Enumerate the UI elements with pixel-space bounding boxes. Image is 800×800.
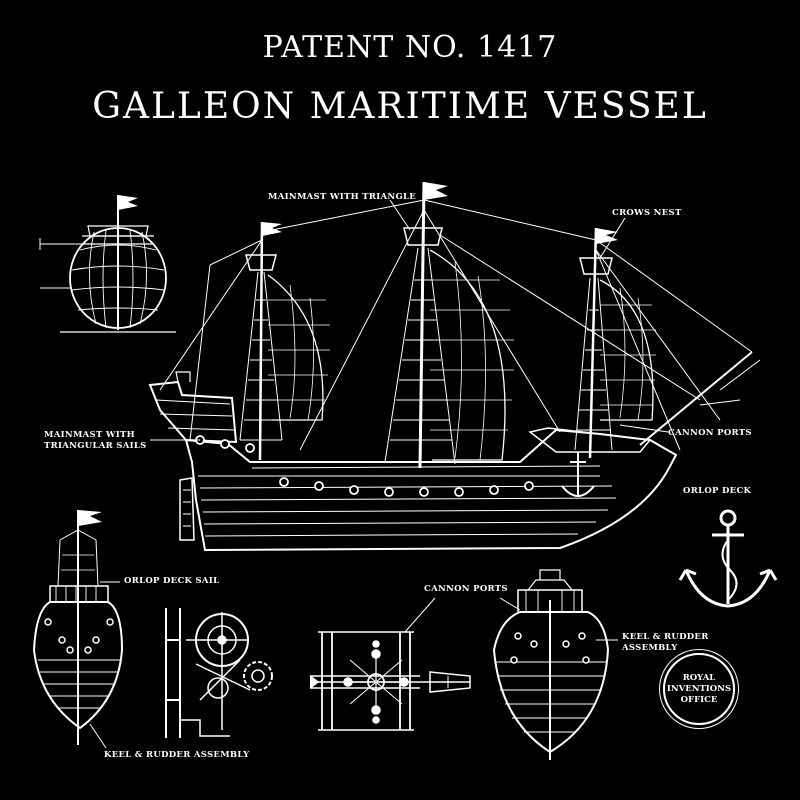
page-title: GALLEON MARITIME VESSEL <box>92 86 708 127</box>
label-keel-rudder-right: KEEL & RUDDER ASSEMBLY <box>622 632 709 653</box>
flags <box>262 182 618 244</box>
label-cannon-ports-bottom: CANNON PORTS <box>424 584 508 594</box>
label-orlop-deck-bottom: ORLOP DECK SAIL <box>124 576 220 586</box>
leader-lines <box>150 199 669 441</box>
label-crows-nest: CROWS NEST <box>612 208 682 218</box>
seal-text: ROYAL INVENTIONS OFFICE <box>666 672 732 705</box>
cannon-ports <box>195 435 534 497</box>
hull-planks <box>198 465 617 537</box>
royal-office-seal: ROYAL INVENTIONS OFFICE <box>663 653 735 725</box>
gear-mechanism-illustration <box>165 608 273 738</box>
rigging-lines <box>159 199 753 451</box>
bow-view-illustration <box>32 510 124 749</box>
cross-section-illustration <box>309 597 471 731</box>
sails <box>267 249 656 461</box>
label-cannon-ports-right: CANNON PORTS <box>668 428 752 438</box>
label-keel-rudder-bottom: KEEL & RUDDER ASSEMBLY <box>104 750 250 760</box>
label-orlop-deck-right: ORLOP DECK <box>683 486 752 496</box>
rudder-post <box>179 477 195 541</box>
mizzen-mast <box>258 221 264 461</box>
main-galleon-illustration <box>148 181 761 552</box>
fore-mast <box>588 227 598 459</box>
forecastle <box>528 427 652 453</box>
label-mainmast-sails: MAINMAST WITH TRIANGULAR SAILS <box>44 430 147 451</box>
main-mast <box>418 181 426 469</box>
mizzen-crows-nest <box>245 254 277 271</box>
bowsprit <box>639 351 753 446</box>
bow-anchor-icon <box>561 452 595 497</box>
patent-number: PATENT NO. 1417 <box>262 30 558 65</box>
rear-view-illustration <box>492 569 618 760</box>
main-crows-nest <box>403 227 443 246</box>
sterncastle <box>148 380 238 444</box>
anchor-icon <box>678 509 778 608</box>
ratlines <box>239 247 613 465</box>
stern-view-illustration <box>39 195 176 333</box>
label-mainmast-triangle: MAINMAST WITH TRIANGLE <box>268 192 417 202</box>
